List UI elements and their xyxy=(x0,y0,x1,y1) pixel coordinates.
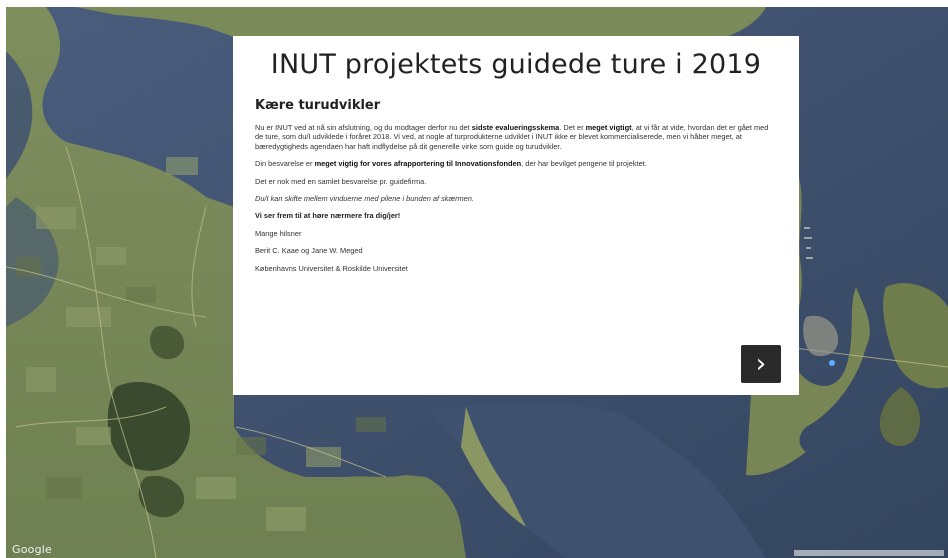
importance-text-1: Din besvarelse er xyxy=(255,159,315,169)
greeting-heading: Kære turudvikler xyxy=(255,98,381,113)
importance-bold: meget vigtig for vores afrapportering ti… xyxy=(314,159,522,169)
importance-text-2: , der har bevilget pengene til projektet… xyxy=(521,159,647,169)
one-answer-paragraph: Det er nok med en samlet besvarelse pr. … xyxy=(255,176,427,186)
chevron-right-icon: › xyxy=(755,349,767,379)
next-button[interactable]: › xyxy=(741,345,781,383)
looking-forward: Vi ser frem til at høre nærmere fra dig/… xyxy=(255,211,401,221)
intro-paragraph: Nu er INUT ved at nå sin afslutning, og … xyxy=(255,123,777,151)
intro-bold-1: sidste evalueringsskema xyxy=(471,123,560,132)
google-logo: Google xyxy=(12,543,52,556)
navigation-hint: Du/I kan skifte mellem vinduerne med pil… xyxy=(255,194,474,204)
map-attribution-bar[interactable] xyxy=(794,550,944,556)
signatories-text: Berit C. Kaae og Jane W. Meged xyxy=(255,246,363,256)
intro-bold-2: meget vigtigt xyxy=(585,123,632,132)
universities-text: Københavns Universitet & Roskilde Univer… xyxy=(255,263,408,273)
page-frame: Google INUT projektets guidede ture i 20… xyxy=(6,7,948,558)
intro-text-1: Nu er INUT ved at nå sin afslutning, og … xyxy=(255,123,472,132)
regards-text: Mange hilsner xyxy=(255,228,302,238)
survey-title: INUT projektets guidede ture i 2019 xyxy=(270,49,762,80)
intro-text-3: , at vi får at vide, hvordan det er gået… xyxy=(255,123,769,151)
survey-card: INUT projektets guidede ture i 2019 Kære… xyxy=(233,36,799,395)
intro-text-2: . Det er xyxy=(559,123,586,132)
importance-paragraph: Din besvarelse er meget vigtig for vores… xyxy=(255,159,777,168)
